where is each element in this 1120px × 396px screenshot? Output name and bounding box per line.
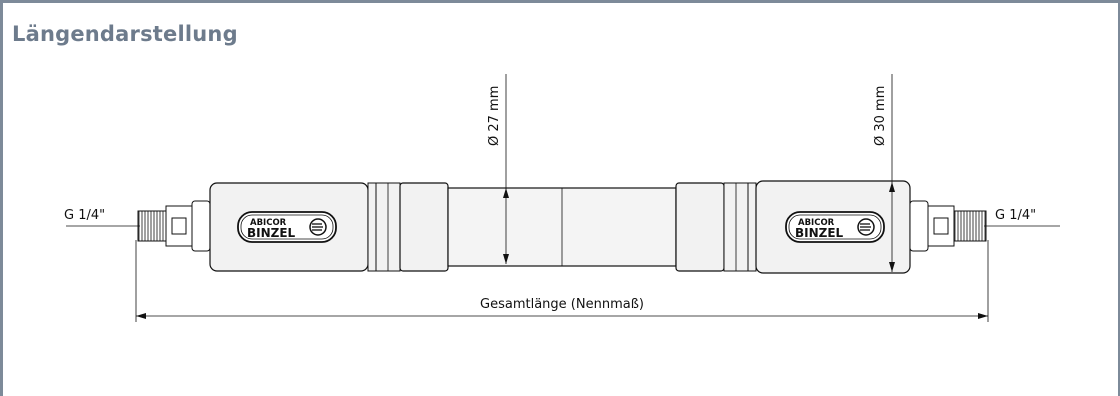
arrowhead-left (136, 313, 146, 319)
logo-text-binzel: BINZEL (795, 226, 844, 240)
diameter-label-center: Ø 27 mm (487, 86, 502, 146)
left-thread-callout: G 1/4" (64, 208, 140, 227)
logo-text-abicor: ABICOR (250, 218, 287, 228)
logo-text-abicor: ABICOR (798, 218, 835, 228)
frame-border-right (1118, 0, 1120, 396)
diameter-label-right: Ø 30 mm (873, 86, 888, 146)
central-tube (447, 187, 677, 267)
left-coupling-body (209, 182, 449, 272)
center-diameter-dimension: Ø 27 mm (487, 74, 509, 264)
right-diameter-dimension: Ø 30 mm (873, 74, 895, 272)
abicor-binzel-logo-right: ABICOR BINZEL (785, 211, 885, 243)
logo-text-binzel: BINZEL (247, 226, 296, 240)
thread-label-right: G 1/4" (995, 208, 1036, 223)
right-threaded-fitting (909, 200, 987, 252)
arrowhead-right (978, 313, 988, 319)
right-thread-callout: G 1/4" (984, 208, 1060, 227)
total-length-label: Gesamtlänge (Nennmaß) (480, 297, 644, 312)
thread-label-left: G 1/4" (64, 208, 105, 223)
frame-border-left (0, 0, 3, 396)
abicor-binzel-logo-left: ABICOR BINZEL (237, 211, 337, 243)
left-threaded-fitting (137, 200, 211, 252)
total-length-dimension: Gesamtlänge (Nennmaß) (135, 240, 989, 322)
section-title: Längendarstellung (12, 22, 238, 46)
frame-border-top (0, 0, 1120, 3)
